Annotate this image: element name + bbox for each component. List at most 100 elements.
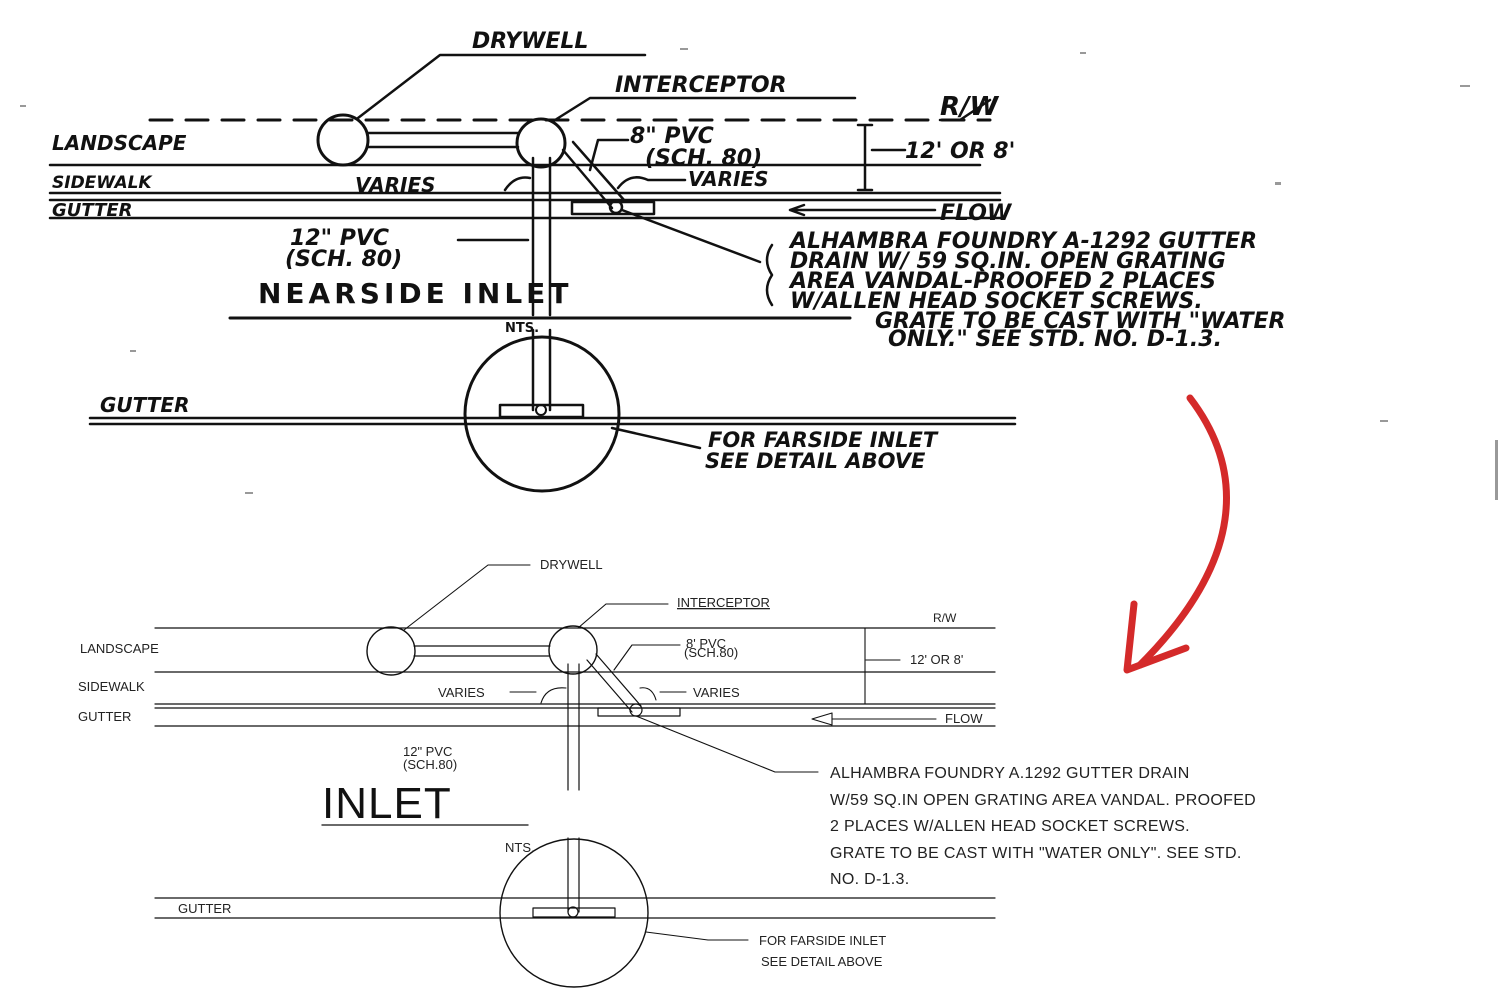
- cad-flow-arrow-head: [811, 712, 833, 726]
- arrow-head: [1123, 600, 1190, 674]
- cad-lower-gutter-line: [154, 897, 996, 919]
- cad-pvc8-label-2: (SCH.80): [684, 645, 738, 660]
- cad-varies-left-leader: [509, 687, 567, 704]
- cad-landscape-label: LANDSCAPE: [80, 641, 159, 656]
- scan-specks: [20, 48, 1498, 500]
- sketch-note-line-4: W/ALLEN HEAD SOCKET SCREWS.: [790, 289, 1203, 314]
- cad-interceptor-circle: [548, 625, 598, 675]
- sketch-varies-right-arc: [616, 176, 687, 190]
- sketch-title: NEARSIDE INLET: [258, 277, 572, 310]
- cad-note-line-5: NO. D-1.3.: [830, 871, 909, 888]
- sketch-flow-arrow: [788, 203, 937, 217]
- cad-varies-right-leader: [639, 687, 687, 701]
- cad-lower-gutter-label: GUTTER: [178, 901, 231, 916]
- sketch-dimension: [856, 123, 907, 192]
- cad-lower-outlet: [567, 906, 579, 918]
- cad-gutter-drain: [597, 707, 681, 717]
- sketch-note-brace: [765, 243, 774, 307]
- sketch-farside-line-2: SEE DETAIL ABOVE: [705, 449, 926, 473]
- cad-dimension: [864, 627, 901, 705]
- sketch-farside-line-1: FOR FARSIDE INLET: [708, 428, 939, 452]
- cad-diagonal-pipe: [586, 653, 642, 713]
- cad-pvc12-label-2: (SCH.80): [403, 757, 457, 772]
- cad-flow-label: FLOW: [945, 711, 983, 726]
- sketch-detail: DRYWELL INTERCEPTOR R/W LANDSCAPE SIDEWA…: [20, 29, 1498, 500]
- cad-note-leader: [635, 715, 819, 773]
- cad-main-pipe: [567, 663, 580, 791]
- sketch-nts-label: NTS.: [505, 321, 539, 336]
- sketch-drywell-label: DRYWELL: [472, 29, 588, 54]
- cad-sidewalk-label: SIDEWALK: [78, 679, 145, 694]
- cad-detail: DRYWELL INTERCEPTOR R/W LANDSCAPE SIDEWA…: [78, 557, 1256, 988]
- sketch-lower-pipe: [531, 328, 552, 412]
- cad-lower-pipe: [567, 837, 580, 913]
- cad-interceptor-leader: [577, 603, 669, 629]
- cad-connector-pipe: [413, 645, 551, 657]
- cad-interceptor-label: INTERCEPTOR: [677, 595, 770, 610]
- sketch-note-line-5: GRATE TO BE CAST WITH "WATER: [875, 309, 1286, 334]
- sketch-sidewalk-label: SIDEWALK: [52, 173, 153, 193]
- sketch-rw-tick: [938, 98, 992, 122]
- cad-lower-drain: [532, 907, 616, 918]
- cad-dimension-label: 12' OR 8': [910, 652, 963, 667]
- cad-detail-circle: [499, 838, 649, 988]
- sketch-interceptor-circle: [515, 117, 567, 169]
- cad-pvc12-label-1: 12" PVC: [403, 744, 452, 759]
- sketch-varies-left-arc: [503, 176, 532, 192]
- sketch-pvc8-label-2: (SCH. 80): [645, 146, 762, 171]
- sketch-pvc8-leader: [588, 138, 630, 172]
- cad-title: INLET: [322, 779, 452, 828]
- sketch-varies-left-label: VARIES: [355, 173, 436, 197]
- cad-note-line-2: W/59 SQ.IN OPEN GRATING AREA VANDAL. PRO…: [830, 792, 1256, 809]
- sketch-note-leader: [620, 208, 762, 264]
- sketch-note-line-3: AREA VANDAL-PROOFED 2 PLACES: [788, 269, 1216, 294]
- cad-varies-right-label: VARIES: [693, 685, 740, 700]
- sketch-farside-leader: [610, 426, 702, 450]
- arrow-shaft: [1136, 394, 1230, 669]
- sketch-dimension-label: 12' OR 8': [905, 139, 1015, 164]
- sketch-main-pipe: [531, 156, 552, 317]
- cad-farside-line-2: SEE DETAIL ABOVE: [761, 954, 883, 969]
- cad-varies-left-label: VARIES: [438, 685, 485, 700]
- sketch-lower-gutter-line: [88, 416, 1017, 426]
- sketch-note-line-1: ALHAMBRA FOUNDRY A-1292 GUTTER: [788, 229, 1257, 254]
- sketch-pvc8-label-1: 8" PVC: [630, 124, 714, 149]
- sketch-connector-pipe: [366, 131, 520, 149]
- sketch-detail-circle: [463, 335, 621, 493]
- sketch-varies-right-label: VARIES: [688, 167, 769, 191]
- red-transition-arrow: [1123, 394, 1230, 674]
- sketch-gutter-label: GUTTER: [52, 200, 133, 221]
- cad-nts-label: NTS.: [505, 840, 535, 855]
- sketch-diagonal-pipe: [561, 140, 626, 210]
- sketch-pvc12-label-1: 12" PVC: [290, 226, 389, 251]
- cad-farside-line-1: FOR FARSIDE INLET: [759, 933, 886, 948]
- cad-drywell-label: DRYWELL: [540, 557, 603, 572]
- cad-rw-label: R/W: [933, 611, 957, 625]
- cad-note-line-1: ALHAMBRA FOUNDRY A.1292 GUTTER DRAIN: [830, 765, 1190, 782]
- cad-pvc8-leader: [613, 644, 681, 671]
- sketch-lower-gutter-label: GUTTER: [100, 393, 189, 417]
- cad-note: ALHAMBRA FOUNDRY A.1292 GUTTER DRAIN W/5…: [830, 765, 1256, 888]
- cad-drywell-circle: [366, 626, 416, 676]
- sketch-note-line-2: DRAIN W/ 59 SQ.IN. OPEN GRATING: [790, 249, 1226, 274]
- sketch-drain-outlet: [608, 199, 624, 215]
- sketch-pvc12-label-2: (SCH. 80): [285, 247, 402, 272]
- sketch-drywell-circle: [316, 113, 370, 167]
- sketch-flow-label: FLOW: [940, 201, 1013, 226]
- cad-note-line-4: GRATE TO BE CAST WITH "WATER ONLY". SEE …: [830, 845, 1242, 862]
- cad-pvc8-label-1: 8' PVC: [686, 636, 726, 651]
- sketch-drywell-leader: [356, 53, 647, 120]
- cad-drywell-leader: [403, 564, 531, 631]
- cad-note-line-3: 2 PLACES W/ALLEN HEAD SOCKET SCREWS.: [830, 818, 1190, 835]
- cad-gutter-label: GUTTER: [78, 709, 131, 724]
- sketch-interceptor-label: INTERCEPTOR: [615, 73, 787, 98]
- sketch-note-line-6: ONLY." SEE STD. NO. D-1.3.: [888, 327, 1222, 352]
- sketch-interceptor-leader: [553, 96, 857, 122]
- sketch-rw-label: R/W: [940, 92, 1000, 122]
- cad-drain-outlet: [629, 703, 643, 717]
- sketch-lower-outlet: [535, 404, 547, 416]
- sketch-note: ALHAMBRA FOUNDRY A-1292 GUTTER DRAIN W/ …: [788, 229, 1286, 352]
- sketch-landscape-label: LANDSCAPE: [52, 131, 187, 155]
